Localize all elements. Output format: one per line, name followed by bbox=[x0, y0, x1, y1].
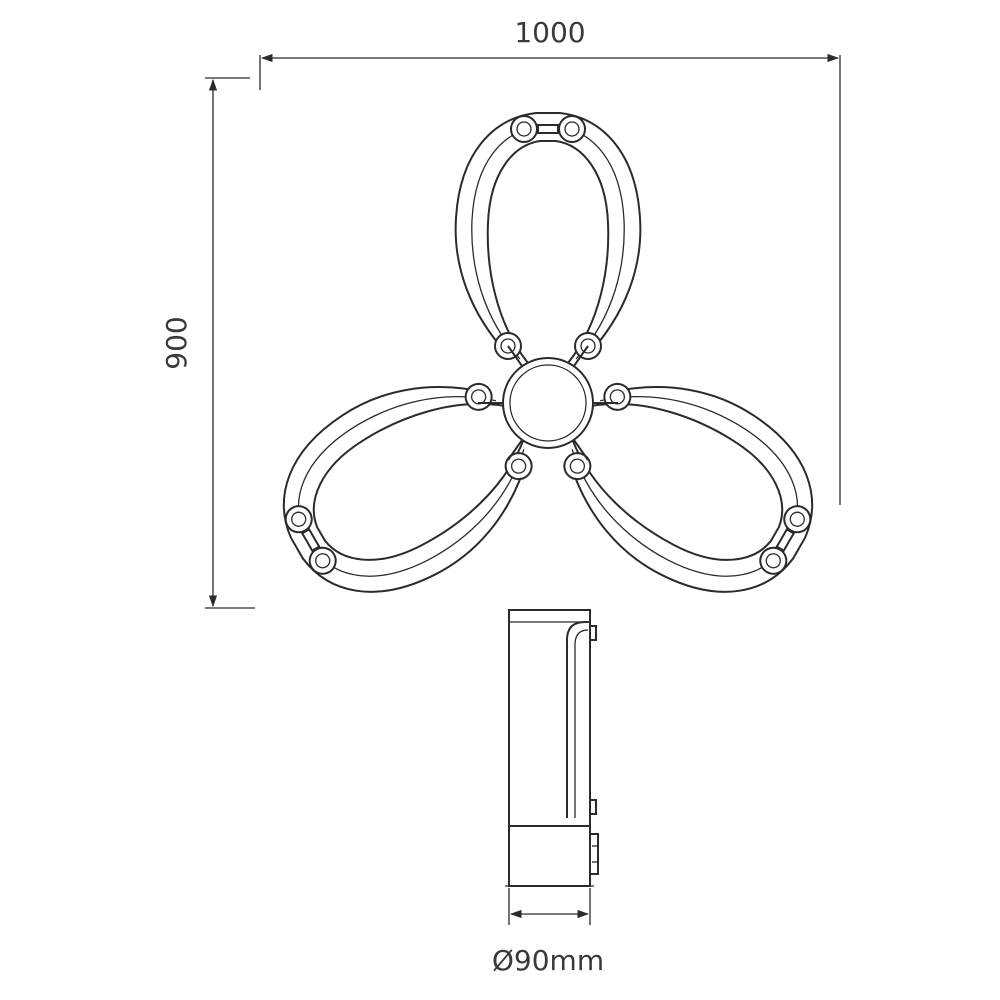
diameter-label: Ø90mm bbox=[492, 944, 604, 977]
diameter-dimension: Ø90mm bbox=[492, 888, 604, 977]
height-dimension: 900 bbox=[160, 77, 255, 609]
width-label: 1000 bbox=[514, 16, 585, 49]
luminaire-top-view bbox=[249, 112, 847, 629]
width-dimension: 1000 bbox=[259, 16, 841, 505]
height-label: 900 bbox=[160, 316, 193, 369]
mounting-post-side-view bbox=[505, 609, 599, 887]
petal-top bbox=[454, 112, 642, 364]
central-hub bbox=[502, 357, 594, 449]
